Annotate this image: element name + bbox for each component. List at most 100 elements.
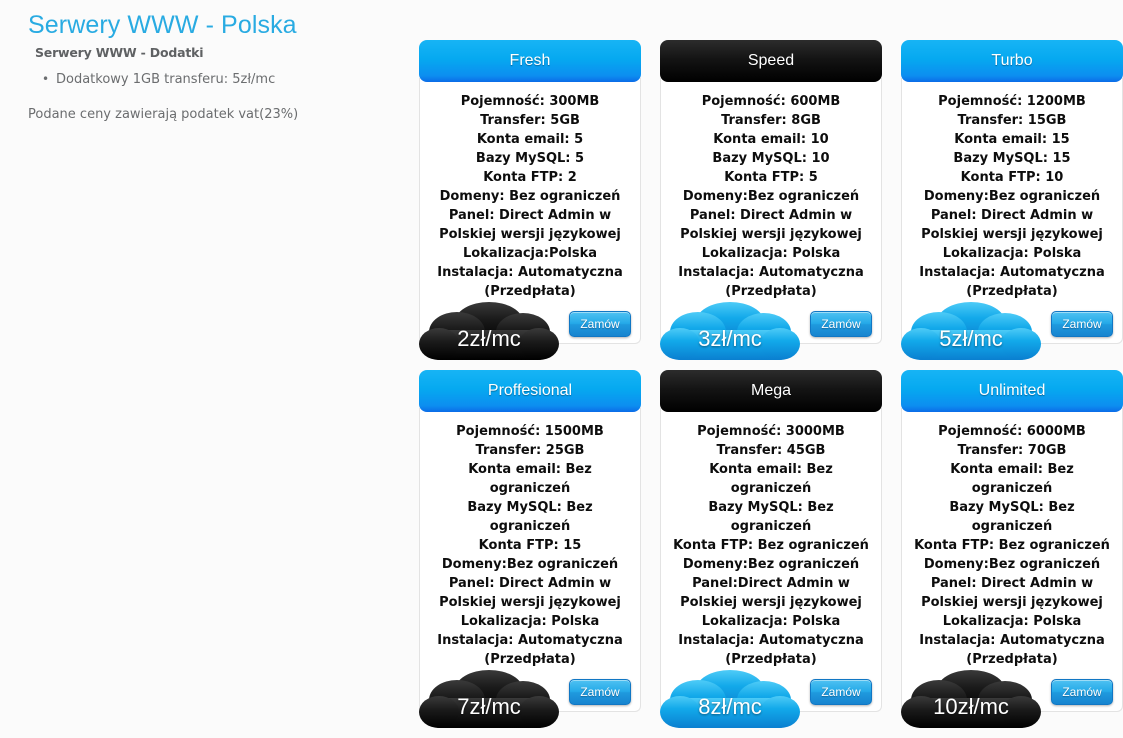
plan-header: Mega (660, 370, 882, 412)
plan-spec-item: Panel: Direct Admin w Polskiej wersji ję… (921, 576, 1103, 610)
addons-subtitle: Serwery WWW - Dodatki (35, 45, 204, 60)
plan-spec-item: Panel:Direct Admin w Polskiej wersji jęz… (680, 576, 862, 610)
plan-spec-item: Transfer: 25GB (475, 443, 585, 458)
plan-spec-item: Pojemność: 600MB (701, 94, 841, 109)
vat-note: Podane ceny zawierają podatek vat(23%) (28, 107, 299, 122)
plan-spec-item: Konta FTP: 5 (724, 170, 818, 185)
plan-spec-item: Domeny:Bez ograniczeń (682, 189, 860, 204)
plan-specs: Pojemność: 3000MB Transfer: 45GB Konta ema… (667, 422, 875, 669)
price-cloud-icon: 5zł/mc (895, 298, 1047, 364)
plan-spec-item: Transfer: 8GB (721, 113, 821, 128)
plan-spec-item: Konta FTP: 10 (960, 170, 1064, 185)
plan-spec-item: Instalacja: Automatyczna (Przedpłata) (678, 633, 864, 667)
plan-header: Proffesional (419, 370, 641, 412)
plan-body: Pojemność: 6000MB Transfer: 70GB Konta ema… (901, 408, 1123, 712)
order-button[interactable]: Zamów (1051, 679, 1113, 705)
plan-spec-item: Lokalizacja: Polska (460, 614, 600, 629)
plan-spec-item: Konta email: 5 (476, 132, 584, 147)
plan-spec-item: Transfer: 5GB (480, 113, 580, 128)
order-button[interactable]: Zamów (1051, 311, 1113, 337)
plan-spec-item: Lokalizacja: Polska (942, 246, 1082, 261)
plan-header: Speed (660, 40, 882, 82)
plan-spec-item: Konta email: Bez ograniczeń (950, 462, 1074, 496)
plan-spec-item: Konta FTP: 2 (483, 170, 577, 185)
plan-body: Pojemność: 1500MB Transfer: 25GB Konta ema… (419, 408, 641, 712)
price-cloud-icon: 3zł/mc (654, 298, 806, 364)
plan-spec-item: Bazy MySQL: Bez ograniczeń (708, 500, 834, 534)
plan-name: Fresh (509, 52, 551, 69)
plan-body: Pojemność: 600MB Transfer: 8GB Konta email… (660, 78, 882, 344)
price-cloud-icon: 7zł/mc (413, 666, 565, 732)
plan-spec-item: Konta email: Bez ograniczeń (709, 462, 833, 496)
plan-spec-item: Instalacja: Automatyczna (Przedpłata) (919, 633, 1105, 667)
plan-spec-item: Konta email: 15 (954, 132, 1070, 147)
plan-header: Turbo (901, 40, 1123, 82)
addon-item: Dodatkowy 1GB transferu: 5zł/mc (42, 70, 420, 89)
plan-specs: Pojemność: 6000MB Transfer: 70GB Konta ema… (908, 422, 1116, 669)
plan-spec-item: Konta FTP: Bez ograniczeń (673, 538, 869, 553)
plan-spec-item: Lokalizacja: Polska (701, 614, 841, 629)
plan-spec-item: Domeny:Bez ograniczeń (682, 557, 860, 572)
addons-list: Dodatkowy 1GB transferu: 5zł/mc (22, 70, 420, 89)
plan-spec-item: Transfer: 70GB (957, 443, 1067, 458)
plan-spec-item: Panel: Direct Admin w Polskiej wersji ję… (439, 208, 621, 242)
plan-header: Unlimited (901, 370, 1123, 412)
plan-name: Speed (747, 52, 795, 69)
plan-spec-item: Konta email: 10 (713, 132, 829, 147)
plan-spec-item: Konta email: Bez ograniczeń (468, 462, 592, 496)
plan-spec-item: Bazy MySQL: 10 (712, 151, 830, 166)
plan-spec-item: Pojemność: 1500MB (456, 424, 604, 439)
plan-name: Mega (750, 382, 792, 399)
plan-name: Unlimited (978, 382, 1046, 399)
plan-spec-item: Lokalizacja:Polska (462, 246, 598, 261)
plan-spec-item: Bazy MySQL: Bez ograniczeń (467, 500, 593, 534)
plan-spec-item: Bazy MySQL: 15 (953, 151, 1071, 166)
plan-spec-item: Instalacja: Automatyczna (Przedpłata) (678, 265, 864, 299)
plan-spec-item: Domeny:Bez ograniczeń (923, 189, 1101, 204)
plan-spec-item: Panel: Direct Admin w Polskiej wersji ję… (921, 208, 1103, 242)
order-button[interactable]: Zamów (810, 311, 872, 337)
plan-spec-item: Instalacja: Automatyczna (Przedpłata) (919, 265, 1105, 299)
plan-spec-item: Lokalizacja: Polska (942, 614, 1082, 629)
order-button[interactable]: Zamów (569, 311, 631, 337)
plan-spec-item: Pojemność: 1200MB (938, 94, 1086, 109)
plan-header: Fresh (419, 40, 641, 82)
plan-spec-item: Bazy MySQL: Bez ograniczeń (949, 500, 1075, 534)
price-cloud-icon: 10zł/mc (895, 666, 1047, 732)
plan-body: Pojemność: 3000MB Transfer: 45GB Konta ema… (660, 408, 882, 712)
plan-spec-item: Instalacja: Automatyczna (Przedpłata) (437, 265, 623, 299)
plan-specs: Pojemność: 600MB Transfer: 8GB Konta email… (667, 92, 875, 301)
price-cloud-icon: 2zł/mc (413, 298, 565, 364)
plan-spec-item: Transfer: 15GB (957, 113, 1067, 128)
plan-spec-item: Bazy MySQL: 5 (475, 151, 585, 166)
plan-specs: Pojemność: 1200MB Transfer: 15GB Konta ema… (908, 92, 1116, 301)
plan-spec-item: Pojemność: 3000MB (697, 424, 845, 439)
plan-spec-item: Konta FTP: Bez ograniczeń (914, 538, 1110, 553)
order-button[interactable]: Zamów (569, 679, 631, 705)
plan-spec-item: Panel: Direct Admin w Polskiej wersji ję… (680, 208, 862, 242)
info-column: Serwery WWW - Polska Serwery WWW - Dodat… (0, 0, 420, 124)
plan-body: Pojemność: 1200MB Transfer: 15GB Konta ema… (901, 78, 1123, 344)
price-cloud-icon: 8zł/mc (654, 666, 806, 732)
plan-spec-item: Konta FTP: 15 (478, 538, 582, 553)
plan-spec-item: Lokalizacja: Polska (701, 246, 841, 261)
plan-spec-item: Pojemność: 6000MB (938, 424, 1086, 439)
page-title: Serwery WWW - Polska (28, 11, 297, 39)
order-button[interactable]: Zamów (810, 679, 872, 705)
plan-specs: Pojemność: 1500MB Transfer: 25GB Konta ema… (426, 422, 634, 669)
plan-spec-item: Domeny:Bez ograniczeń (441, 557, 619, 572)
plan-spec-item: Domeny: Bez ograniczeń (439, 189, 621, 204)
plan-spec-item: Transfer: 45GB (716, 443, 826, 458)
plan-spec-item: Panel: Direct Admin w Polskiej wersji ję… (439, 576, 621, 610)
